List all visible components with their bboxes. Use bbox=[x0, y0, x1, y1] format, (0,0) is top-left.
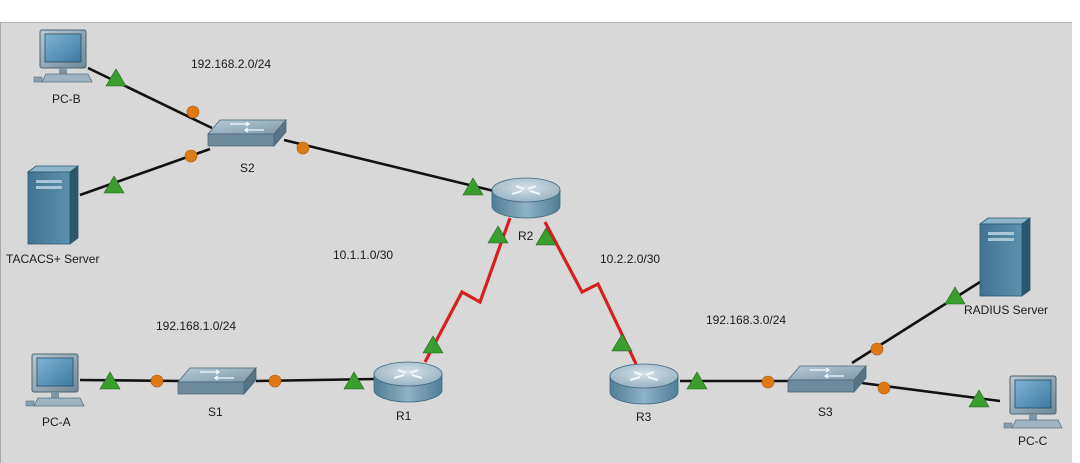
port-up-indicator bbox=[343, 371, 365, 390]
device-label-s1: S1 bbox=[208, 405, 223, 419]
serial-link-r1-r2 bbox=[423, 217, 512, 363]
radius-server-icon[interactable] bbox=[979, 217, 1031, 297]
pc-b-icon[interactable] bbox=[33, 29, 93, 83]
window-edge bbox=[1072, 0, 1080, 462]
s2-switch-icon[interactable] bbox=[207, 119, 287, 147]
port-up-indicator bbox=[944, 286, 966, 305]
network-label-lan-b: 192.168.2.0/24 bbox=[191, 57, 272, 71]
device-label-r2: R2 bbox=[518, 229, 534, 243]
r3-router-icon[interactable] bbox=[609, 363, 679, 405]
device-label-tacacs-server: TACACS+ Server bbox=[6, 252, 100, 266]
s1-switch-icon[interactable] bbox=[177, 367, 257, 395]
port-pending-indicator bbox=[870, 342, 884, 356]
device-label-r1: R1 bbox=[396, 409, 412, 423]
network-label-wan-r1-r2: 10.1.1.0/30 bbox=[333, 248, 394, 262]
port-up-indicator bbox=[611, 333, 633, 352]
device-label-r3: R3 bbox=[636, 410, 652, 424]
port-pending-indicator bbox=[268, 374, 282, 388]
network-label-wan-r2-r3: 10.2.2.0/30 bbox=[600, 252, 661, 266]
r1-router-icon[interactable] bbox=[373, 361, 443, 403]
port-up-indicator bbox=[99, 371, 121, 390]
port-up-indicator bbox=[103, 175, 125, 194]
port-up-indicator bbox=[462, 177, 484, 196]
port-up-indicator bbox=[535, 227, 557, 246]
device-label-pc-c: PC-C bbox=[1018, 434, 1048, 448]
pc-c-icon[interactable] bbox=[1003, 375, 1063, 429]
port-up-indicator bbox=[686, 371, 708, 390]
port-pending-indicator bbox=[761, 375, 775, 389]
device-label-pc-a: PC-A bbox=[42, 415, 71, 429]
pc-a-icon[interactable] bbox=[25, 353, 85, 407]
port-pending-indicator bbox=[184, 149, 198, 163]
port-up-indicator bbox=[422, 335, 444, 354]
port-up-indicator bbox=[105, 68, 127, 87]
port-up-indicator bbox=[487, 225, 509, 244]
r2-router-icon[interactable] bbox=[491, 177, 561, 219]
device-label-radius-server: RADIUS Server bbox=[964, 303, 1049, 317]
tacacs-server-icon[interactable] bbox=[27, 165, 79, 245]
device-label-pc-b: PC-B bbox=[52, 92, 81, 106]
serial-link-r2-r3 bbox=[543, 221, 638, 365]
port-up-indicator bbox=[968, 389, 990, 408]
port-pending-indicator bbox=[186, 105, 200, 119]
network-label-lan-a: 192.168.1.0/24 bbox=[156, 319, 237, 333]
link-pcb-s2 bbox=[87, 66, 213, 130]
device-label-s3: S3 bbox=[818, 405, 833, 419]
port-pending-indicator bbox=[877, 381, 891, 395]
link-s2-r2 bbox=[283, 138, 495, 193]
port-pending-indicator bbox=[296, 141, 310, 155]
s3-switch-icon[interactable] bbox=[787, 365, 867, 393]
device-label-s2: S2 bbox=[240, 161, 255, 175]
link-pca-s1 bbox=[79, 378, 181, 383]
network-label-lan-c: 192.168.3.0/24 bbox=[706, 313, 787, 327]
port-pending-indicator bbox=[150, 374, 164, 388]
